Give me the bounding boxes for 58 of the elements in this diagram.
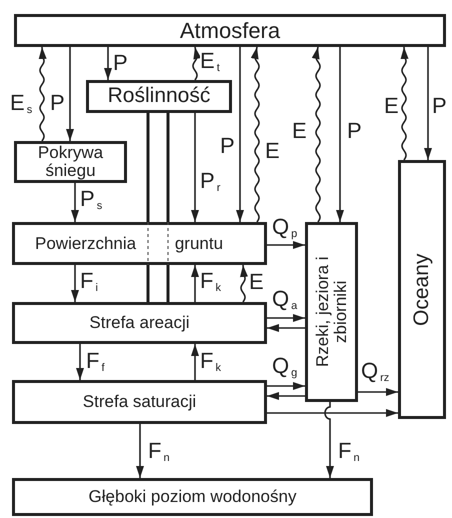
node-label: Powierzchnia gruntu xyxy=(34,234,224,252)
water-body-box xyxy=(305,222,358,402)
arrow xyxy=(267,241,305,249)
edge-label: F$_{k}$ xyxy=(200,350,221,374)
arrow xyxy=(104,47,112,80)
process-box xyxy=(12,380,267,424)
arrow xyxy=(136,424,144,478)
arrow xyxy=(71,265,79,302)
node-label: Rzeki, jeziora i zbiorniki xyxy=(314,256,350,370)
arrow xyxy=(267,382,305,390)
wavy-arrow xyxy=(400,46,409,160)
arrow xyxy=(267,392,305,400)
process-box xyxy=(14,141,127,183)
edge-label: F$_{i}$ xyxy=(80,270,98,294)
edge-label: F$_{n}$ xyxy=(148,440,170,464)
wavy-arrow xyxy=(192,46,202,80)
node-label: Pokrywa śniegu xyxy=(36,144,104,180)
edge-label: P$_{s}$ xyxy=(80,188,102,212)
arrow xyxy=(267,314,305,322)
arrow xyxy=(336,47,344,222)
wavy-arrow xyxy=(38,46,47,142)
edge-label: E$_{t}$ xyxy=(200,50,220,74)
edge-label: F$_{k}$ xyxy=(200,270,221,294)
node-label: Atmosfera xyxy=(180,18,280,42)
edge-label: F$_{n}$ xyxy=(338,440,360,464)
arrow xyxy=(324,402,334,478)
edge-label: Q$_{a}$ xyxy=(272,288,298,312)
node-label: Oceany xyxy=(410,252,434,328)
edge-label: E$_{s}$ xyxy=(10,92,32,116)
arrow xyxy=(267,324,305,332)
edge-label: Q$_{rz}$ xyxy=(361,360,390,384)
process-box xyxy=(14,14,446,47)
node-label: Głęboki poziom wodonośny xyxy=(88,488,296,506)
edge-label: F$_{f}$ xyxy=(86,350,105,374)
wavy-arrow xyxy=(250,46,260,222)
process-box xyxy=(86,80,232,113)
arrow xyxy=(191,265,199,302)
arrow xyxy=(66,47,74,141)
arrow xyxy=(358,388,398,396)
wavy-arrow xyxy=(312,46,321,222)
arrow xyxy=(71,183,79,222)
edge-label: Q$_{p}$ xyxy=(272,216,298,240)
arrow xyxy=(267,409,398,417)
process-box xyxy=(12,302,267,344)
water-body-box xyxy=(398,160,446,419)
process-box xyxy=(12,478,373,516)
node-label: Roślinność xyxy=(108,85,210,108)
edge-label: P$_{r}$ xyxy=(200,170,220,194)
edge-label: Q$_{g}$ xyxy=(272,355,298,379)
process-box xyxy=(12,222,267,265)
wavy-arrow xyxy=(240,264,248,302)
node-label: Strefa areacji xyxy=(89,314,190,332)
arrow xyxy=(76,344,84,380)
arrow xyxy=(191,344,199,380)
arrow xyxy=(424,47,432,160)
arrow xyxy=(191,113,199,222)
node-label: Strefa saturacji xyxy=(82,393,196,411)
arrow xyxy=(236,47,244,222)
